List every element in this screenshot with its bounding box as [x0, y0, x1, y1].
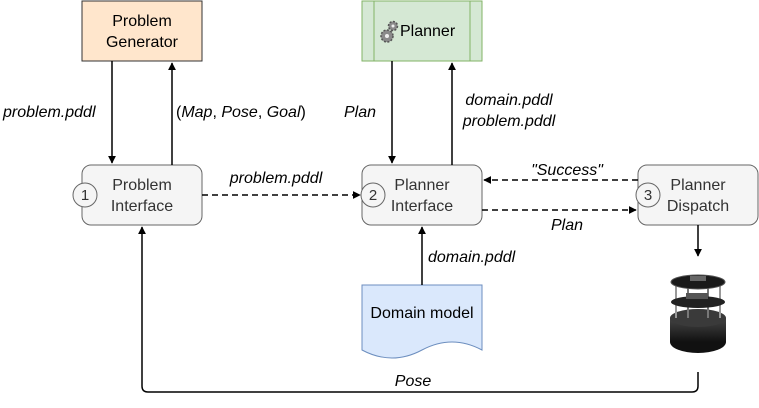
planner-dispatch-node: 3 Planner Dispatch — [635, 164, 759, 226]
planner-interface-label-line2: Interface — [391, 198, 453, 215]
problem-interface-box — [81, 164, 203, 226]
problem-generator-label-line2: Generator — [106, 34, 179, 51]
edge-label-map-pose-goal: (Map, Pose, Goal) — [176, 104, 306, 121]
robot-icon — [670, 274, 726, 353]
problem-interface-label-line2: Interface — [111, 198, 173, 215]
planner-label: Planner — [400, 23, 456, 40]
problem-interface-number: 1 — [81, 187, 89, 204]
planner-dispatch-label-line2: Dispatch — [667, 198, 729, 215]
planner-interface-number: 2 — [369, 187, 377, 204]
problem-generator-box — [81, 0, 203, 62]
domain-model-document-shape — [361, 284, 483, 359]
edge-label-pose-bottom: Pose — [395, 373, 432, 390]
planner-dispatch-label-line1: Planner — [670, 177, 726, 194]
gears-icon — [380, 20, 399, 43]
domain-model-node: Domain model — [361, 284, 483, 359]
planner-interface-label-line1: Planner — [394, 177, 450, 194]
edge-label-plan-dispatch: Plan — [551, 217, 583, 234]
edge-label-success: "Success" — [531, 162, 604, 179]
edge-robot-to-problem-interface — [138, 226, 699, 393]
edge-label-plan-top: Plan — [344, 104, 376, 121]
planner-box — [361, 0, 483, 62]
problem-generator-label-line1: Problem — [112, 13, 172, 30]
problem-interface-label-line1: Problem — [112, 177, 172, 194]
planner-dispatch-number: 3 — [644, 187, 652, 204]
edge-label-domain-pddl-bottom: domain.pddl — [428, 249, 516, 266]
planner-interface-number-badge — [360, 182, 386, 208]
planner-node: Planner — [361, 0, 483, 62]
planner-interface-node: 2 Planner Interface — [360, 164, 483, 226]
edge-label-domain-pddl-top: domain.pddl — [465, 92, 553, 109]
problem-generator-node: Problem Generator — [81, 0, 203, 62]
domain-model-label: Domain model — [370, 305, 473, 322]
problem-interface-node: 1 Problem Interface — [72, 164, 203, 226]
edge-label-problem-pddl-left: problem.pddl — [2, 104, 96, 121]
problem-interface-number-badge — [72, 182, 98, 208]
planner-dispatch-number-badge — [635, 182, 661, 208]
edge-label-problem-pddl-top: problem.pddl — [462, 113, 556, 130]
edge-label-problem-pddl-middle: problem.pddl — [229, 170, 323, 187]
